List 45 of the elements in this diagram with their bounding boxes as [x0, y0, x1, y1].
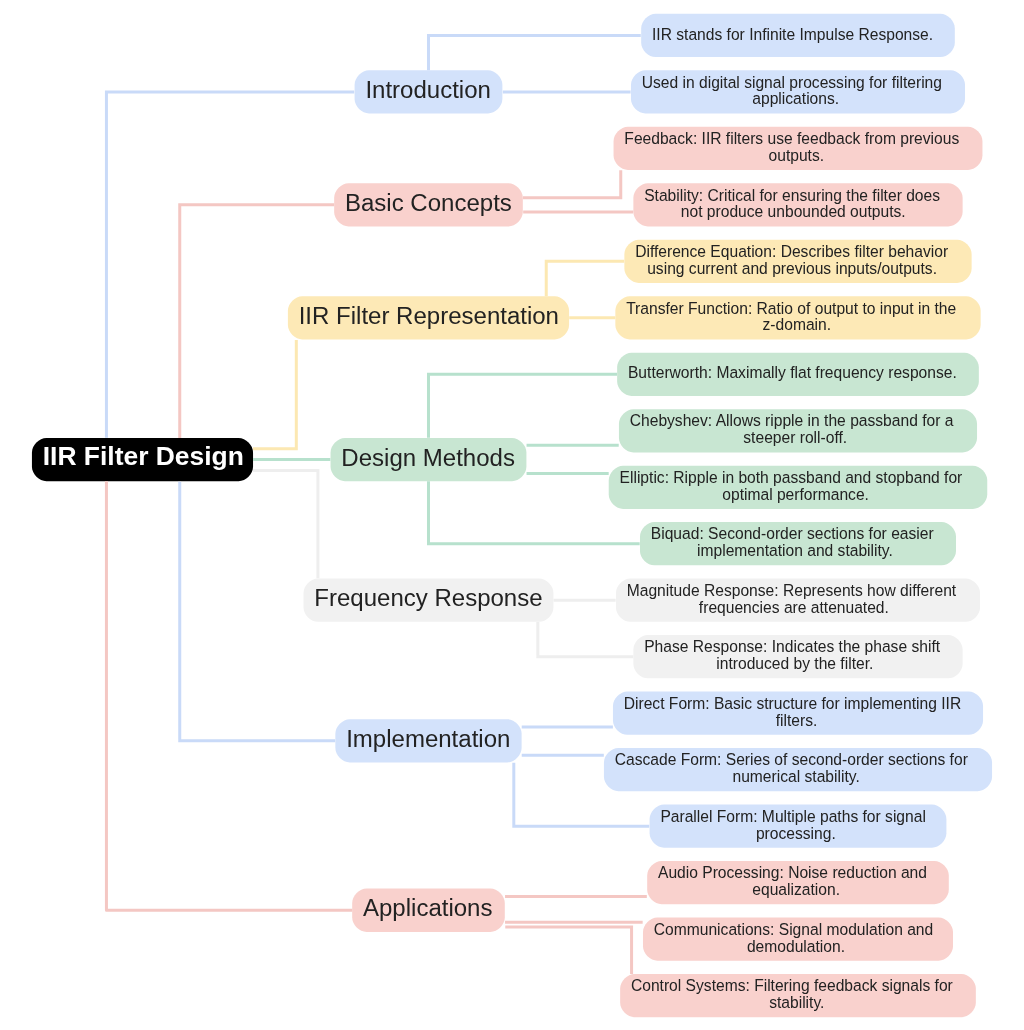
connector: [512, 762, 650, 828]
connector: [521, 753, 604, 757]
node-box: Applications: [352, 888, 505, 932]
node-box: Audio Processing: Noise reduction and equalization.: [647, 860, 949, 904]
node-box: Control Systems: Filtering feedback signals for stability.: [620, 973, 976, 1017]
connector: [178, 202, 335, 438]
connector: [526, 471, 609, 475]
node-box: Chebyshev: Allows ripple in the passband for a steeper roll-off.: [618, 408, 978, 452]
connector: [526, 443, 619, 447]
connector: [505, 894, 647, 898]
node-box: Stability: Critical for ensuring the filter does not produce unbounded outputs.: [633, 182, 963, 226]
node-box: Introduction: [354, 69, 503, 114]
node-box: Elliptic: Ripple in both passband and stopband for optimal performance.: [608, 465, 988, 509]
connector: [104, 480, 353, 912]
node-box: Transfer Function: Ratio of output to input in the z-domain.: [615, 295, 981, 339]
node-box: IIR Filter Representation: [287, 295, 570, 339]
node-box: IIR Filter Design: [31, 437, 254, 481]
connector: [427, 480, 640, 545]
connector: [427, 33, 641, 70]
connector: [521, 725, 613, 728]
connector: [253, 339, 298, 450]
connector: [523, 210, 634, 214]
connector: [502, 89, 631, 93]
node-box: Communications: Signal modulation and demodulation.: [643, 916, 953, 961]
connector: [253, 457, 331, 461]
node-box: Biquad: Second-order sections for easier implementation and stability.: [640, 521, 956, 565]
node-box: Cascade Form: Series of second-order sections for numerical stability.: [603, 747, 993, 791]
connector: [427, 372, 618, 438]
node-box: Feedback: IIR filters use feedback from previous outputs.: [613, 126, 983, 170]
connector: [505, 925, 634, 974]
connector: [104, 89, 355, 438]
node-box: Difference Equation: Describes filter behavior using current and previous inputs/outputs.: [624, 239, 972, 283]
connector: [522, 169, 623, 199]
node-box: Parallel Form: Multiple paths for signal processing.: [649, 804, 947, 848]
connector: [253, 468, 320, 578]
node-box: Direct Form: Basic structure for implementing IIR filters.: [612, 691, 984, 735]
node-box: Basic Concepts: [334, 182, 523, 226]
connector: [544, 259, 625, 296]
node-box: IIR stands for Infinite Impulse Response.: [641, 13, 955, 57]
node-box: Implementation: [335, 718, 522, 762]
connector: [178, 481, 336, 742]
connector: [569, 315, 616, 319]
node-box: Butterworth: Maximally flat frequency response.: [617, 352, 979, 396]
node-box: Design Methods: [330, 437, 527, 481]
node-box: Used in digital signal processing for filtering applications.: [630, 69, 966, 114]
